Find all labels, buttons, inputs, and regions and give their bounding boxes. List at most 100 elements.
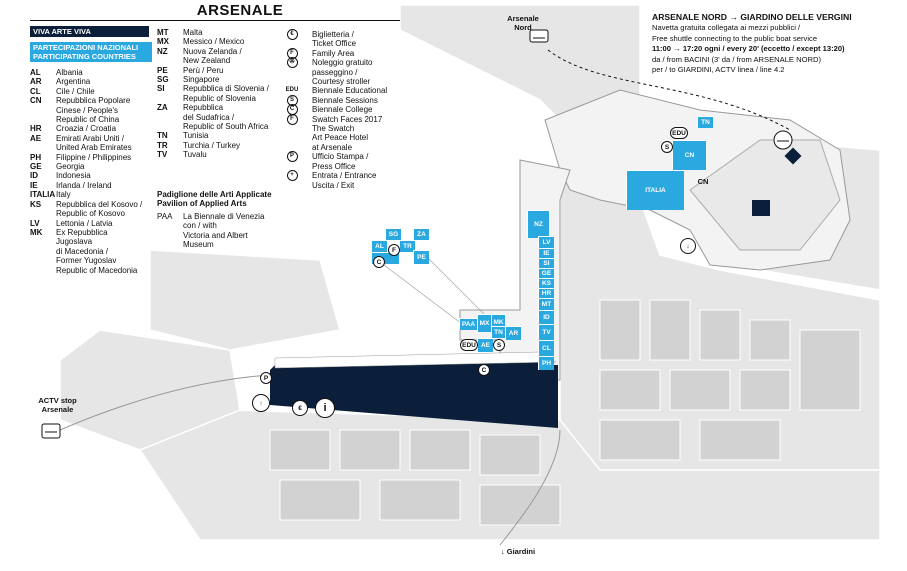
shuttle-line: Navetta gratuita collegata ai mezzi pubb… — [652, 23, 801, 33]
ticket-icon: € — [286, 29, 298, 40]
shuttle-line: da / from BACINI (3' da / from ARSENALE … — [652, 54, 821, 64]
shuttle-info: ARSENALE NORD → GIARDINO DELLE VERGINI N… — [652, 12, 852, 75]
press-icon: P — [286, 151, 298, 163]
service-name: Ufficio Stampa / Press Office — [312, 152, 369, 171]
pavilion-cl[interactable]: CL — [538, 340, 554, 356]
ticket-icon[interactable]: € — [292, 400, 308, 416]
country-name: Messico / Mexico — [183, 37, 245, 47]
entrance-icon[interactable]: ↑ — [252, 394, 270, 412]
pavilion-si[interactable]: SI — [538, 258, 554, 268]
service-name: Biennale Sessions — [312, 95, 378, 105]
country-code: IE — [30, 180, 38, 190]
country-name: Argentina — [56, 77, 91, 87]
press-icon: P — [260, 372, 272, 384]
country-code: AE — [30, 133, 42, 143]
pavilion-tn[interactable]: TN — [697, 116, 713, 128]
service-name: Biennale Educational — [312, 86, 388, 96]
pavilion-tv[interactable]: TV — [538, 324, 554, 340]
service-name: Swatch Faces 2017 The Swatch Art Peace H… — [312, 114, 383, 152]
service-name: Biennale College — [312, 105, 373, 115]
pavilion-ge[interactable]: GE — [538, 268, 554, 278]
service-row: €Biglietteria / Ticket Office — [286, 29, 387, 49]
country-name: Tuvalu — [183, 150, 207, 160]
swatch-icon-glyph: F — [286, 113, 298, 125]
pavilion-italia[interactable]: ITALIA — [626, 170, 684, 210]
country-name: Filippine / Philippines — [56, 152, 132, 162]
country-code: ZA — [157, 103, 168, 113]
country-row: IE Irlanda / Ireland — [30, 181, 142, 190]
country-code: ITALIA — [30, 190, 56, 200]
stroller-icon-glyph: ✇ — [286, 57, 298, 69]
shuttle-line: per / to GIARDINI, ACTV linea / line 4.2 — [652, 65, 785, 75]
shuttle-title: ARSENALE NORD → GIARDINO DELLE VERGINI — [652, 12, 852, 22]
country-code: CN — [30, 96, 42, 106]
pavilion-id[interactable]: ID — [538, 310, 554, 324]
country-code: LV — [30, 218, 40, 228]
country-code: KS — [30, 199, 42, 209]
pavilion-nz[interactable]: NZ — [527, 210, 549, 238]
info-icon[interactable]: i — [315, 398, 335, 418]
country-name: Repubblica del Kosovo / Republic of Koso… — [56, 199, 143, 219]
nord-building-2 — [784, 147, 802, 165]
exit-icon[interactable]: ↓ — [680, 238, 696, 254]
country-code: PH — [30, 152, 42, 162]
country-name: Croazia / Croatia — [56, 124, 117, 134]
press-icon-glyph: P — [286, 151, 298, 163]
pavilion-ie[interactable]: IE — [538, 248, 554, 258]
applied-arts-entry: PAA La Biennale di Venezia con / with Vi… — [157, 212, 265, 250]
college-icon: C — [373, 256, 385, 268]
country-name: Repubblica Popolare Cinese / People's Re… — [56, 96, 131, 125]
college-icon-2: C — [478, 364, 490, 376]
country-name: Turchia / Turkey — [183, 140, 241, 150]
exhibition-route — [270, 362, 558, 428]
pavilion-sg[interactable]: SG — [385, 228, 401, 240]
pavilion-al[interactable]: AL — [371, 240, 387, 252]
entrance-icon-glyph: + — [286, 170, 298, 182]
shuttle-line: Free shuttle connecting to the public bo… — [652, 33, 818, 43]
giardini-label: ↓ Giardini — [500, 547, 536, 556]
shuttle-route — [547, 49, 791, 131]
sessions-icon: S — [661, 141, 673, 153]
pavilion-ae[interactable]: AE — [477, 338, 493, 352]
pavilion-pe[interactable]: PE — [413, 250, 429, 264]
pavilion-ph[interactable]: PH — [538, 356, 554, 370]
pavilion-cn[interactable]: CN — [672, 140, 706, 170]
cn-garden — [689, 139, 841, 251]
pavilion-hr[interactable]: HR — [538, 288, 554, 298]
participating-countries-header: PARTECIPAZIONI NAZIONALI PARTICIPATING C… — [30, 42, 152, 62]
country-name: Irlanda / Ireland — [56, 180, 112, 190]
pavilion-tr[interactable]: TR — [399, 240, 415, 252]
pavilion-paa[interactable]: PAA — [459, 318, 477, 330]
country-code: TV — [157, 150, 168, 160]
pavilion-mt[interactable]: MT — [538, 298, 554, 310]
country-row: KS Repubblica del Kosovo / Republic of Ko… — [30, 200, 142, 219]
country-name: Lettonia / Latvia — [56, 218, 113, 228]
pavilion-ar[interactable]: AR — [505, 326, 521, 340]
viva-arte-viva-header: VIVA ARTE VIVA — [30, 26, 149, 37]
pavilion-za[interactable]: ZA — [413, 228, 429, 240]
country-name: Tunisia — [183, 131, 209, 141]
entrance-icon: + — [286, 170, 298, 182]
pavilion-lv[interactable]: LV — [538, 236, 554, 248]
service-name: Family Area — [312, 48, 355, 58]
country-row: CN Repubblica Popolare Cinese / People's … — [30, 96, 142, 124]
pavilion-tn-tese[interactable]: TN — [491, 326, 505, 338]
country-code: MK — [30, 227, 43, 237]
pavilion-ks[interactable]: KS — [538, 278, 554, 288]
country-code: TN — [157, 131, 168, 141]
pavilion-mx[interactable]: MX — [477, 314, 491, 332]
